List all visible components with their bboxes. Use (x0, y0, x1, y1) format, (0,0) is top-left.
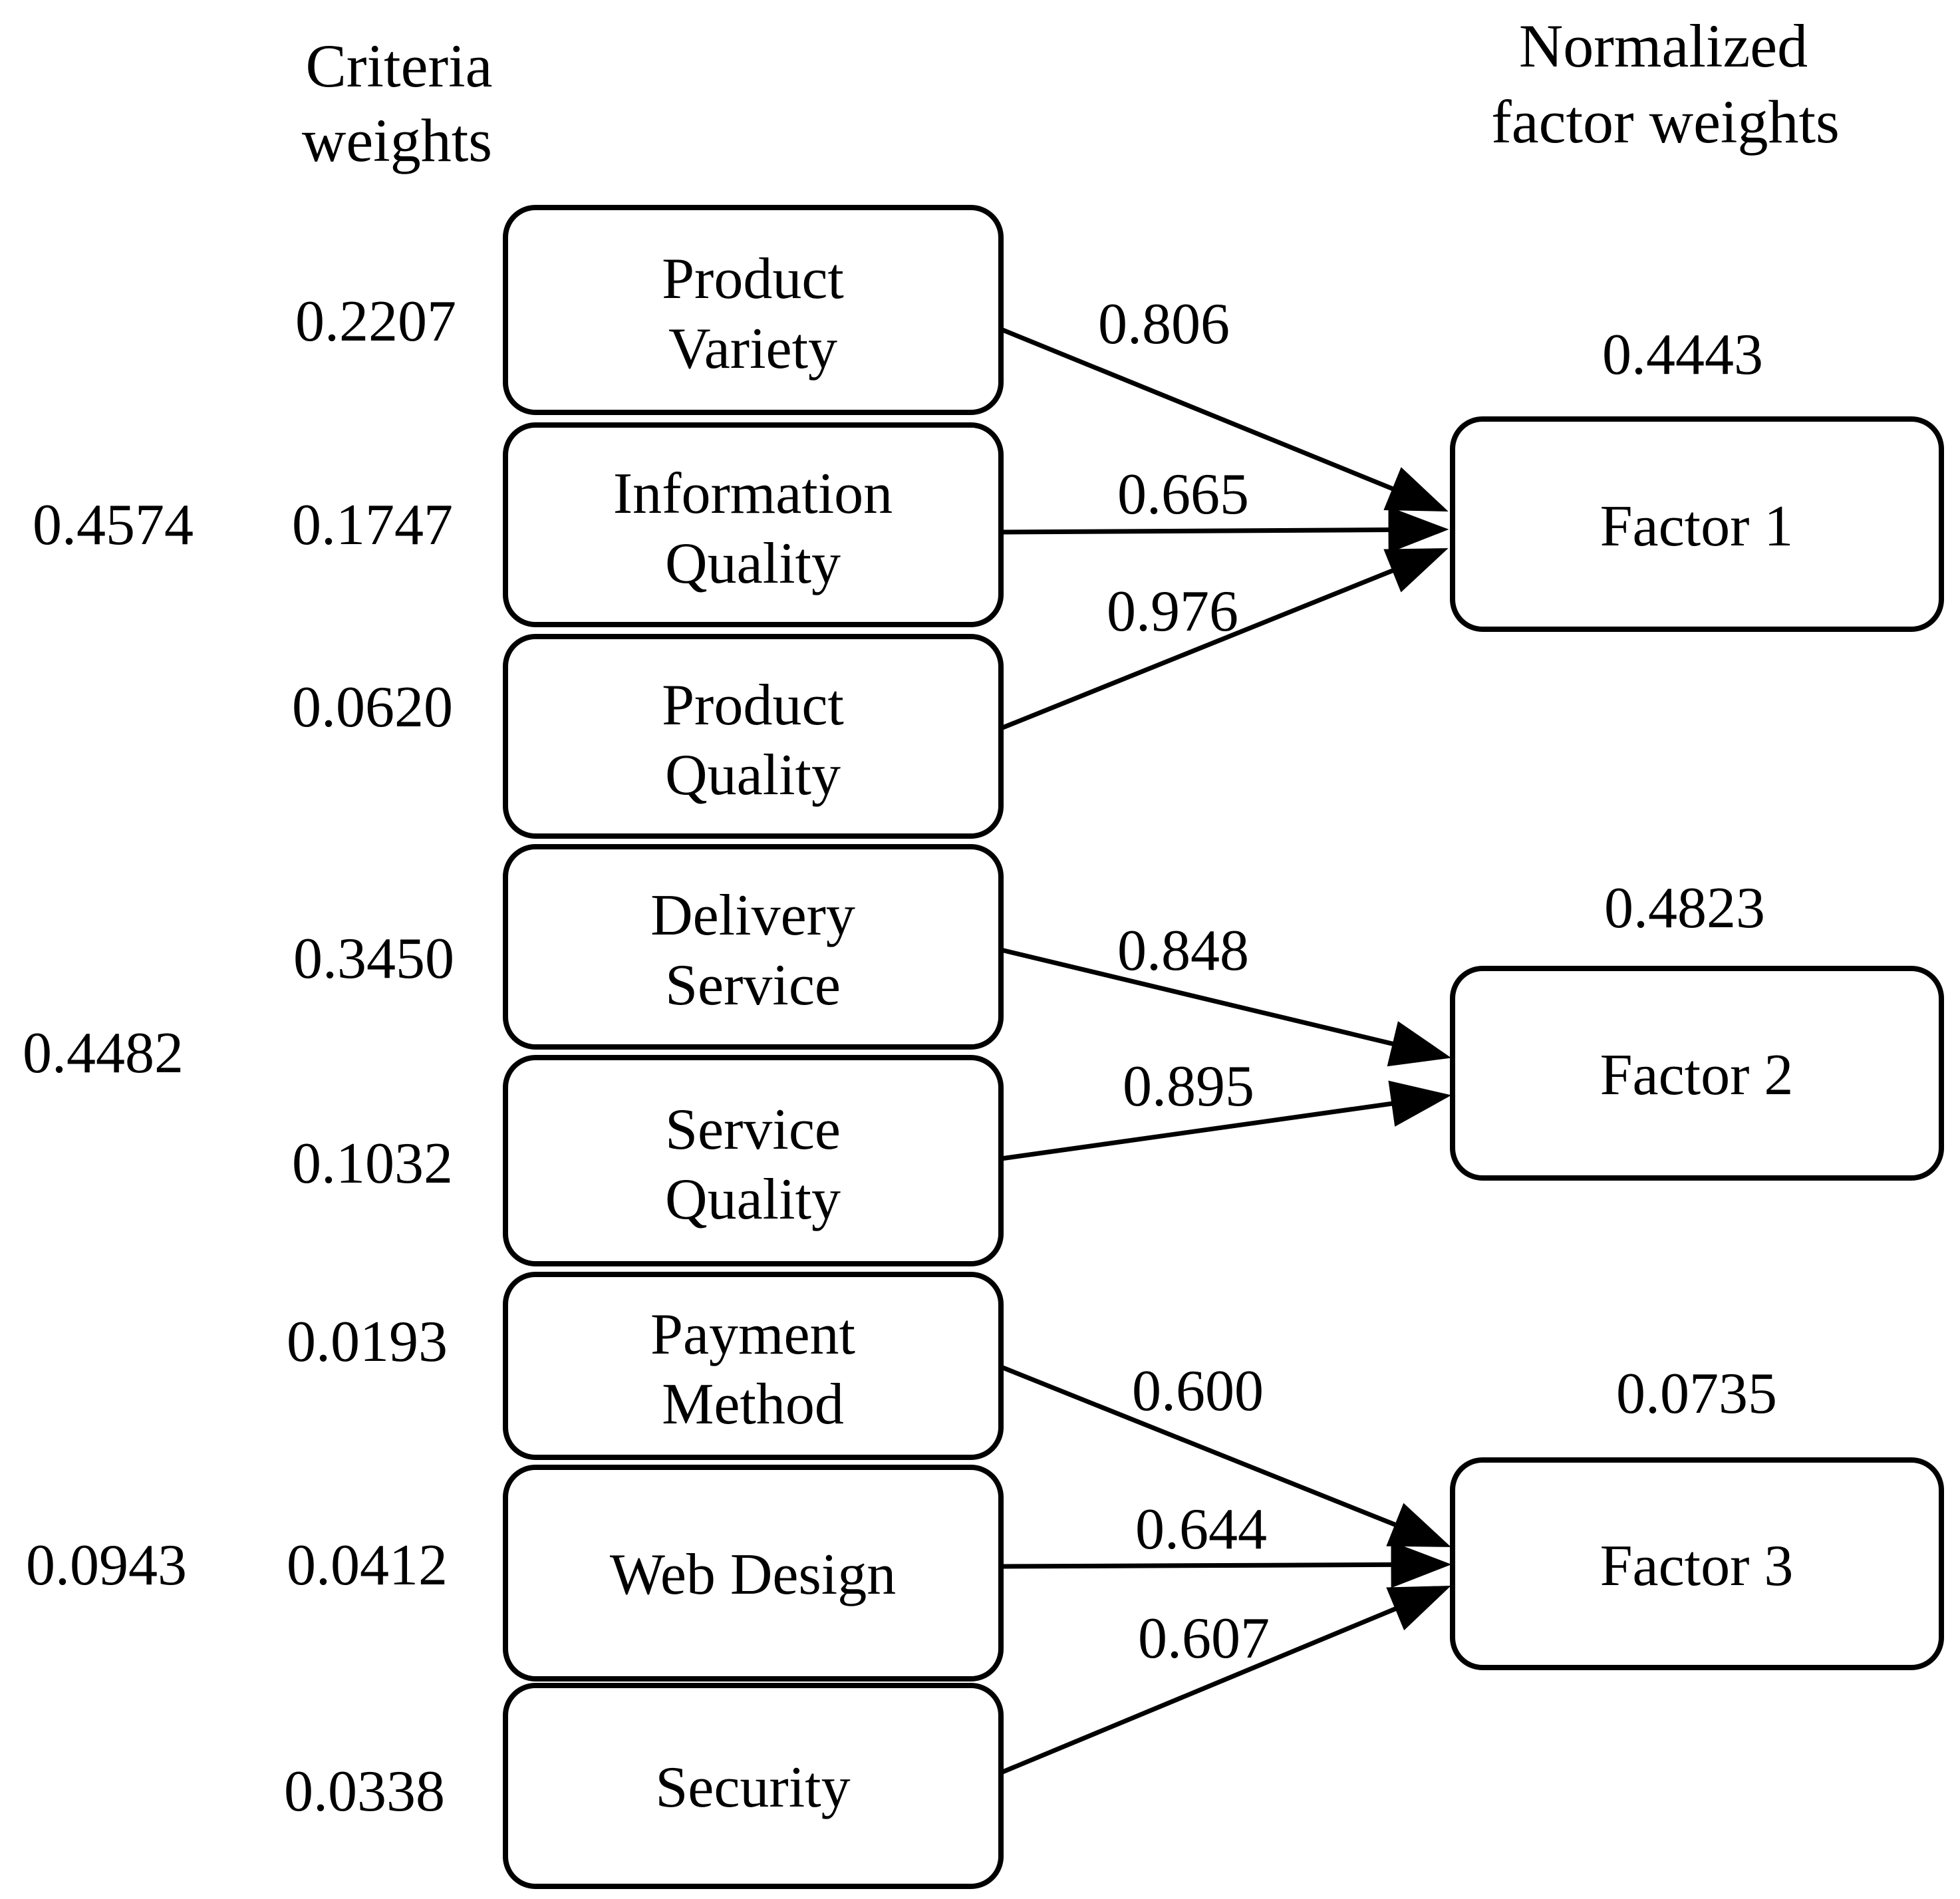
loading-product-quality: 0.976 (1107, 579, 1238, 644)
criteria-weights-header-line2: weights (302, 106, 492, 174)
normalized-factor-weights-header-line2: factor weights (1491, 88, 1840, 156)
criterion-weight-web-design: 0.0412 (287, 1533, 448, 1598)
criterion-weight-product-quality: 0.0620 (292, 675, 453, 740)
criterion-label-product-variety-line2: Variety (668, 317, 837, 381)
criterion-label-information-quality-line2: Quality (665, 531, 841, 596)
loading-delivery-service: 0.848 (1117, 919, 1249, 983)
arrow-web-design-to-factor3 (1000, 1541, 1452, 1588)
factor-label-factor3: Factor 3 (1600, 1534, 1794, 1598)
arrow-information-quality-to-factor1 (1000, 506, 1449, 553)
factor-label-factor1: Factor 1 (1600, 494, 1794, 559)
criterion-weight-security: 0.0338 (284, 1759, 445, 1824)
criterion-label-delivery-service-line2: Service (665, 953, 841, 1018)
factor-weight-factor1: 0.4443 (1602, 323, 1763, 387)
factor-weight-factor3: 0.0735 (1616, 1362, 1777, 1426)
loading-web-design: 0.644 (1135, 1497, 1267, 1562)
arrow-payment-method-to-factor3 (1000, 1364, 1451, 1547)
criteria-weights-header-line1: Criteria (306, 32, 493, 100)
criterion-label-security: Security (655, 1755, 850, 1820)
criterion-label-web-design: Web Design (610, 1542, 896, 1607)
criterion-box-service-quality (503, 1055, 1004, 1266)
criterion-box-product-variety (503, 205, 1004, 415)
criterion-label-service-quality-line2: Quality (665, 1167, 841, 1232)
arrow-product-variety-to-factor1 (1000, 327, 1449, 511)
arrow-security-to-factor3 (1000, 1585, 1451, 1775)
criterion-label-product-quality-line1: Product (662, 673, 844, 738)
criterion-label-product-variety-line1: Product (662, 247, 844, 311)
criterion-box-web-design (503, 1465, 1004, 1681)
factor-box-factor3 (1450, 1457, 1944, 1670)
loading-information-quality: 0.665 (1117, 462, 1249, 527)
criterion-weight-payment-method: 0.0193 (287, 1310, 448, 1374)
arrow-service-quality-to-factor2 (1000, 1080, 1452, 1161)
criterion-box-information-quality (503, 422, 1004, 627)
loading-product-variety: 0.806 (1098, 292, 1230, 357)
criterion-box-delivery-service (503, 844, 1004, 1050)
normalized-factor-weights-header-line1: Normalized (1519, 12, 1808, 80)
factor-box-factor1 (1450, 416, 1944, 632)
criterion-weight-information-quality: 0.1747 (292, 493, 453, 557)
loading-security: 0.607 (1138, 1606, 1270, 1671)
group-weight-factor2: 0.4482 (23, 1021, 184, 1086)
criterion-box-security (503, 1683, 1004, 1889)
criterion-label-information-quality-line1: Information (613, 462, 893, 526)
factor-weight-factor2: 0.4823 (1604, 876, 1765, 941)
criterion-weight-product-variety: 0.2207 (295, 289, 456, 354)
loading-service-quality: 0.895 (1123, 1054, 1254, 1119)
criterion-label-payment-method-line1: Payment (650, 1302, 855, 1367)
criterion-box-payment-method (503, 1272, 1004, 1460)
arrow-delivery-service-to-factor2 (1000, 947, 1452, 1067)
factor-box-factor2 (1450, 966, 1944, 1181)
criterion-box-product-quality (503, 634, 1004, 839)
arrow-product-quality-to-factor1 (1000, 548, 1449, 731)
criterion-label-delivery-service-line1: Delivery (650, 883, 855, 948)
factor-label-factor2: Factor 2 (1600, 1043, 1794, 1107)
criterion-weight-delivery-service: 0.3450 (293, 927, 454, 991)
loading-payment-method: 0.600 (1132, 1359, 1264, 1423)
criterion-label-payment-method-line2: Method (662, 1372, 844, 1437)
group-weight-factor3: 0.0943 (26, 1533, 187, 1598)
criterion-weight-service-quality: 0.1032 (292, 1131, 453, 1196)
criterion-label-product-quality-line2: Quality (665, 743, 841, 807)
group-weight-factor1: 0.4574 (33, 493, 194, 557)
criterion-label-service-quality-line1: Service (665, 1097, 841, 1162)
